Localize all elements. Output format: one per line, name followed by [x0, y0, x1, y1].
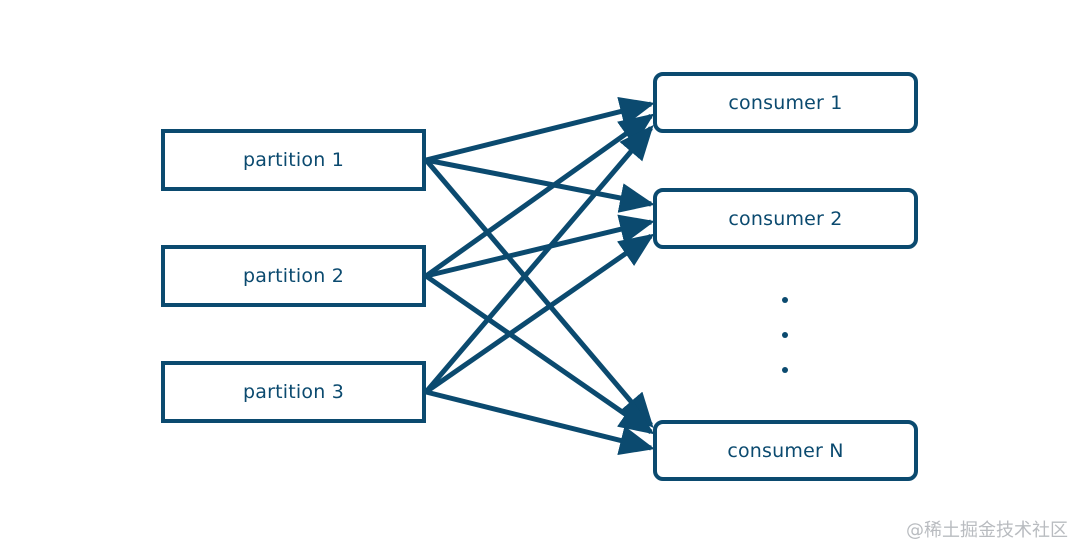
consumer-2-label: consumer 2: [728, 207, 843, 230]
arrow-p2-c2: [425, 214, 655, 279]
partition-3-box: partition 3: [161, 361, 426, 423]
arrow-p2-cN: [424, 273, 655, 435]
partition-2-box: partition 2: [161, 245, 426, 307]
consumer-2-box: consumer 2: [653, 188, 918, 249]
ellipsis-dot: [782, 297, 788, 303]
arrow-p1-c2: [425, 157, 655, 213]
consumer-n-box: consumer N: [653, 420, 918, 481]
consumer-n-label: consumer N: [727, 439, 844, 462]
consumer-1-box: consumer 1: [653, 72, 918, 133]
partition-2-label: partition 2: [243, 265, 344, 287]
partition-1-box: partition 1: [161, 129, 426, 191]
ellipsis-dot: [782, 332, 788, 338]
arrow-p1-cN: [424, 158, 654, 429]
arrow-p3-cN: [425, 389, 655, 456]
ellipsis-dot: [782, 367, 788, 373]
partition-1-label: partition 1: [243, 149, 344, 171]
arrow-p1-c1: [425, 96, 655, 163]
arrow-p3-c2: [424, 233, 655, 395]
arrow-p2-c1: [424, 113, 655, 279]
partition-3-label: partition 3: [243, 381, 344, 403]
consumer-1-label: consumer 1: [728, 91, 843, 114]
watermark-text: @稀土掘金技术社区: [906, 520, 1068, 541]
arrow-p3-c1: [424, 124, 654, 394]
